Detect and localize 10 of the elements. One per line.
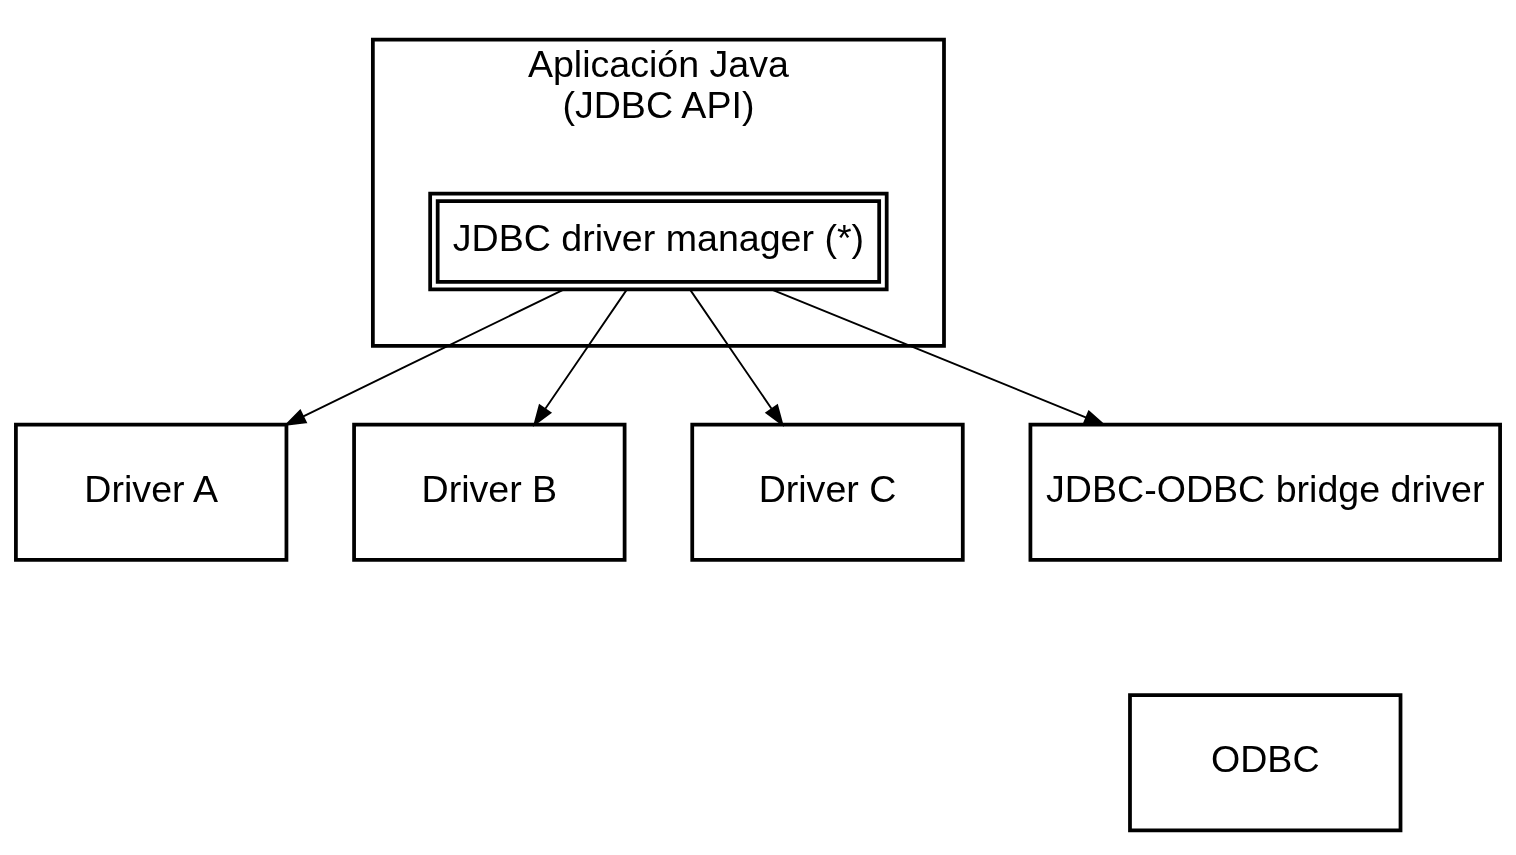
node-box: Driver B <box>352 422 627 562</box>
node-box: ODBC <box>1128 693 1403 833</box>
node-box: Driver A <box>14 422 289 562</box>
node-box: JDBC-ODBC bridge driver <box>1028 422 1502 562</box>
node-box: JDBC driver manager (*) <box>428 191 889 292</box>
node-box: Driver C <box>690 422 965 562</box>
arrow <box>689 288 785 427</box>
arrow <box>770 288 1107 426</box>
arrow <box>532 288 628 427</box>
arrow <box>283 288 565 426</box>
